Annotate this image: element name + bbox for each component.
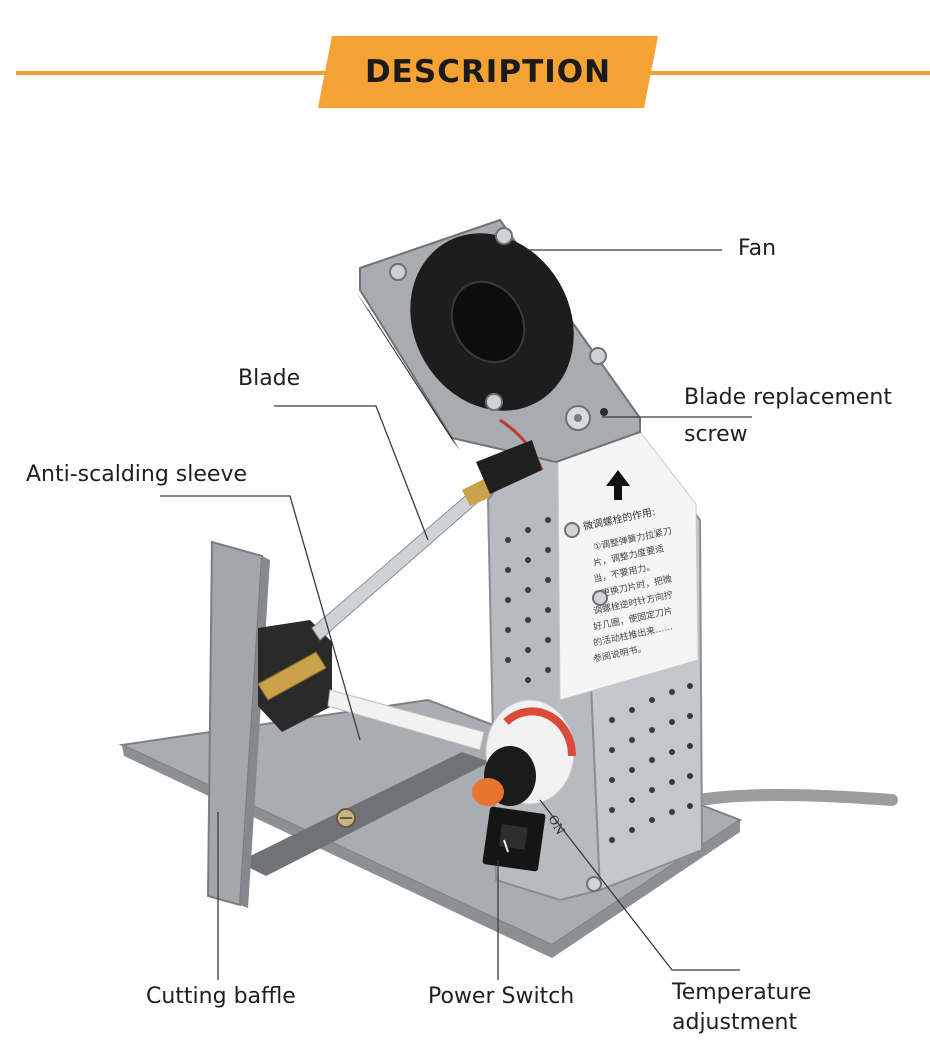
instruction-sticker	[557, 431, 699, 701]
temperature-callout	[539, 799, 740, 971]
label-temperature-1: Temperature	[672, 980, 812, 1005]
sticker-arrow-icon	[606, 470, 630, 500]
label-blade-replacement-1: Blade replacement	[684, 385, 893, 410]
label-blade: Blade	[238, 366, 301, 391]
fan-screws	[389, 227, 607, 411]
callout-lines	[160, 249, 752, 980]
label-power-switch: Power Switch	[428, 984, 575, 1009]
description-banner: DESCRIPTION	[318, 36, 658, 108]
label-fan: Fan	[738, 236, 777, 261]
label-temperature-2: adjustment	[672, 1010, 798, 1035]
header-rule-right	[648, 71, 930, 75]
label-cutting-baffle: Cutting baffle	[146, 984, 296, 1009]
blade-callout	[274, 405, 429, 541]
fan-hub	[450, 280, 526, 364]
label-blade-replacement-2: screw	[684, 422, 748, 447]
power-cable	[694, 789, 898, 806]
label-anti-scalding-sleeve: Anti-scalding sleeve	[26, 462, 247, 487]
anti-scalding-callout	[160, 495, 361, 741]
base-slot	[238, 752, 490, 876]
housing-screws	[564, 522, 608, 892]
anti-scalding-sleeve	[327, 689, 485, 751]
header-rule-left	[16, 71, 334, 75]
blade	[311, 491, 479, 641]
banner-title: DESCRIPTION	[364, 54, 612, 90]
